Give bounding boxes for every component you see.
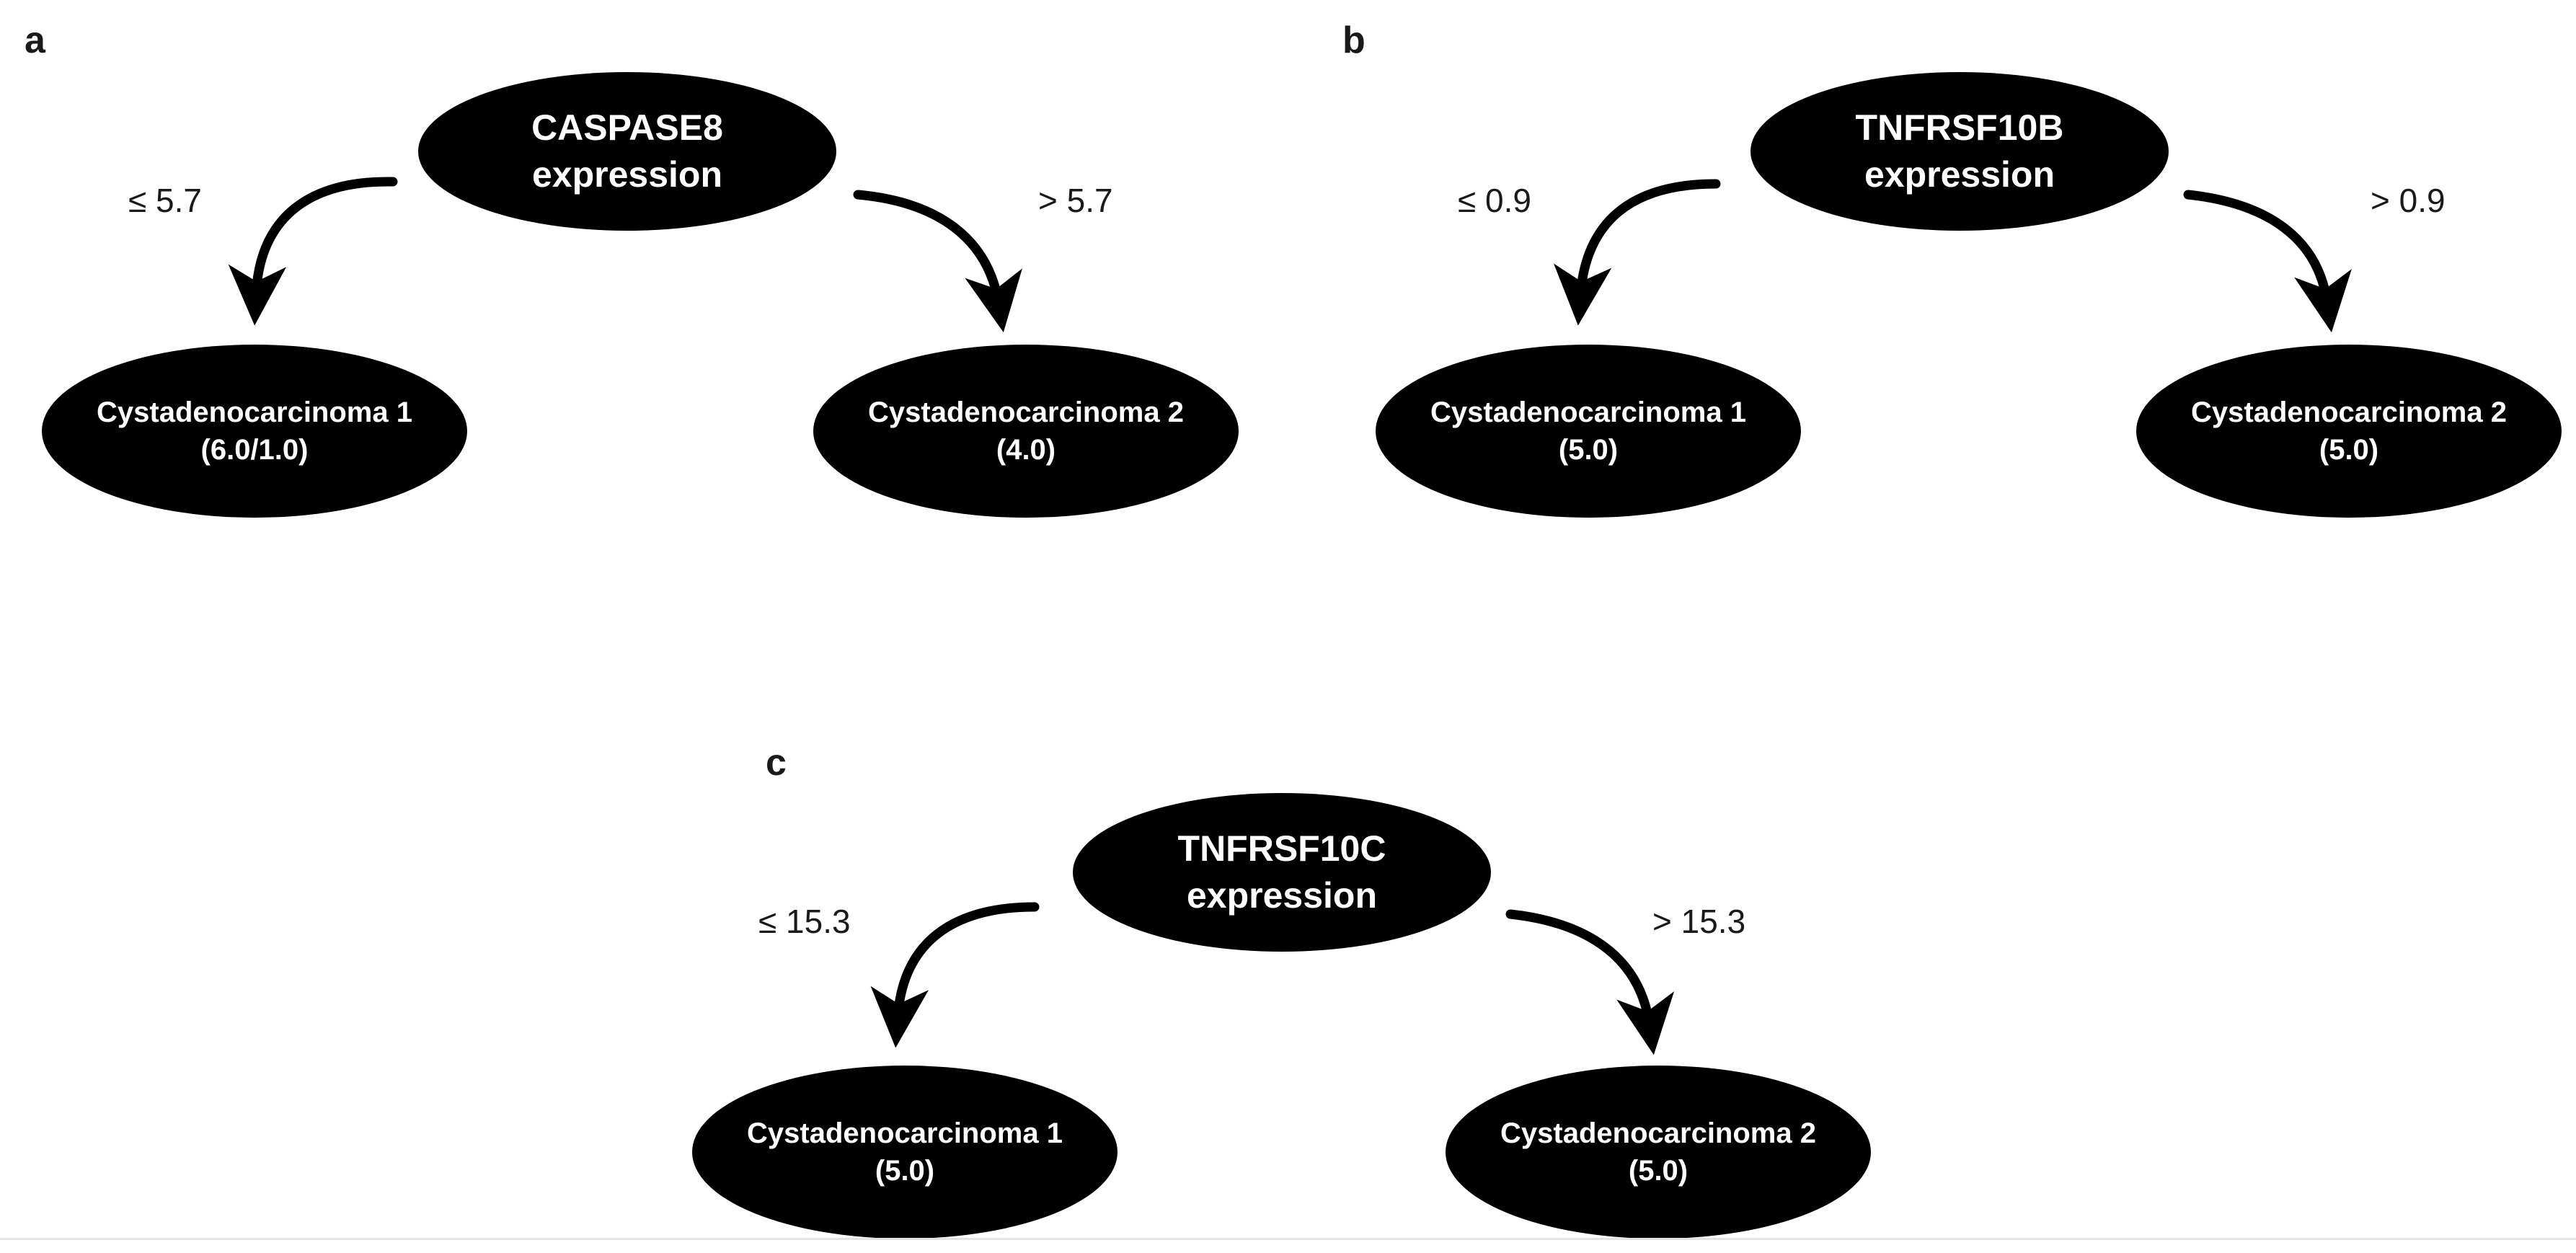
node-leaf-a-right: Cystadenocarcinoma 2 (4.0): [813, 345, 1239, 518]
node-leaf-a-right-line1: Cystadenocarcinoma 2: [868, 397, 1184, 428]
panel-letter-b: b: [1342, 19, 1366, 61]
node-leaf-b-left-line2: (5.0): [1558, 434, 1619, 466]
edge-arrow-c-right: [1505, 909, 1675, 1055]
edge-label-b-left: ≤ 0.9: [1458, 182, 1531, 219]
node-root-b: TNFRSF10B expression: [1750, 72, 2169, 231]
bottom-divider: [0, 1238, 2576, 1240]
edge-arrow-b-left: [1554, 179, 1721, 326]
edge-label-a-right: > 5.7: [1038, 182, 1113, 219]
node-root-a: CASPASE8 expression: [418, 72, 836, 231]
edge-label-c-left: ≤ 15.3: [758, 903, 851, 940]
node-leaf-a-left-line1: Cystadenocarcinoma 1: [97, 397, 412, 428]
node-root-b-line1: TNFRSF10B: [1855, 107, 2064, 148]
node-leaf-c-left-line1: Cystadenocarcinoma 1: [747, 1117, 1063, 1149]
node-leaf-a-left-line2: (6.0/1.0): [200, 434, 309, 466]
edge-label-a-left: ≤ 5.7: [128, 182, 202, 219]
node-leaf-b-left: Cystadenocarcinoma 1 (5.0): [1376, 345, 1801, 518]
edge-label-b-right: > 0.9: [2371, 182, 2446, 219]
panel-letter-a: a: [25, 19, 45, 61]
panel-letter-c: c: [766, 742, 787, 784]
node-leaf-c-right-line2: (5.0): [1628, 1155, 1688, 1187]
node-root-a-line2: expression: [531, 154, 722, 195]
node-leaf-c-left: Cystadenocarcinoma 1 (5.0): [692, 1066, 1117, 1239]
node-root-a-line1: CASPASE8: [531, 107, 723, 148]
node-leaf-b-right-line1: Cystadenocarcinoma 2: [2191, 397, 2507, 428]
node-leaf-c-right: Cystadenocarcinoma 2 (5.0): [1446, 1066, 1871, 1239]
edge-label-c-right: > 15.3: [1652, 903, 1746, 940]
node-root-c-line2: expression: [1186, 875, 1377, 916]
node-leaf-c-right-line1: Cystadenocarcinoma 2: [1500, 1117, 1816, 1149]
node-leaf-b-right-line2: (5.0): [2319, 434, 2379, 466]
node-leaf-b-right: Cystadenocarcinoma 2 (5.0): [2136, 345, 2562, 518]
node-leaf-c-left-line2: (5.0): [875, 1155, 935, 1187]
node-root-c-line1: TNFRSF10C: [1177, 828, 1386, 869]
edge-arrow-a-left: [228, 177, 398, 326]
edge-arrow-c-left: [870, 902, 1040, 1048]
node-root-c: TNFRSF10C expression: [1073, 793, 1491, 952]
edge-arrow-a-right: [853, 190, 1022, 333]
node-leaf-a-right-line2: (4.0): [996, 434, 1056, 466]
edge-arrow-b-right: [2183, 190, 2352, 333]
node-leaf-b-left-line1: Cystadenocarcinoma 1: [1430, 397, 1746, 428]
node-root-b-line2: expression: [1864, 154, 2055, 195]
node-leaf-a-left: Cystadenocarcinoma 1 (6.0/1.0): [42, 345, 467, 518]
